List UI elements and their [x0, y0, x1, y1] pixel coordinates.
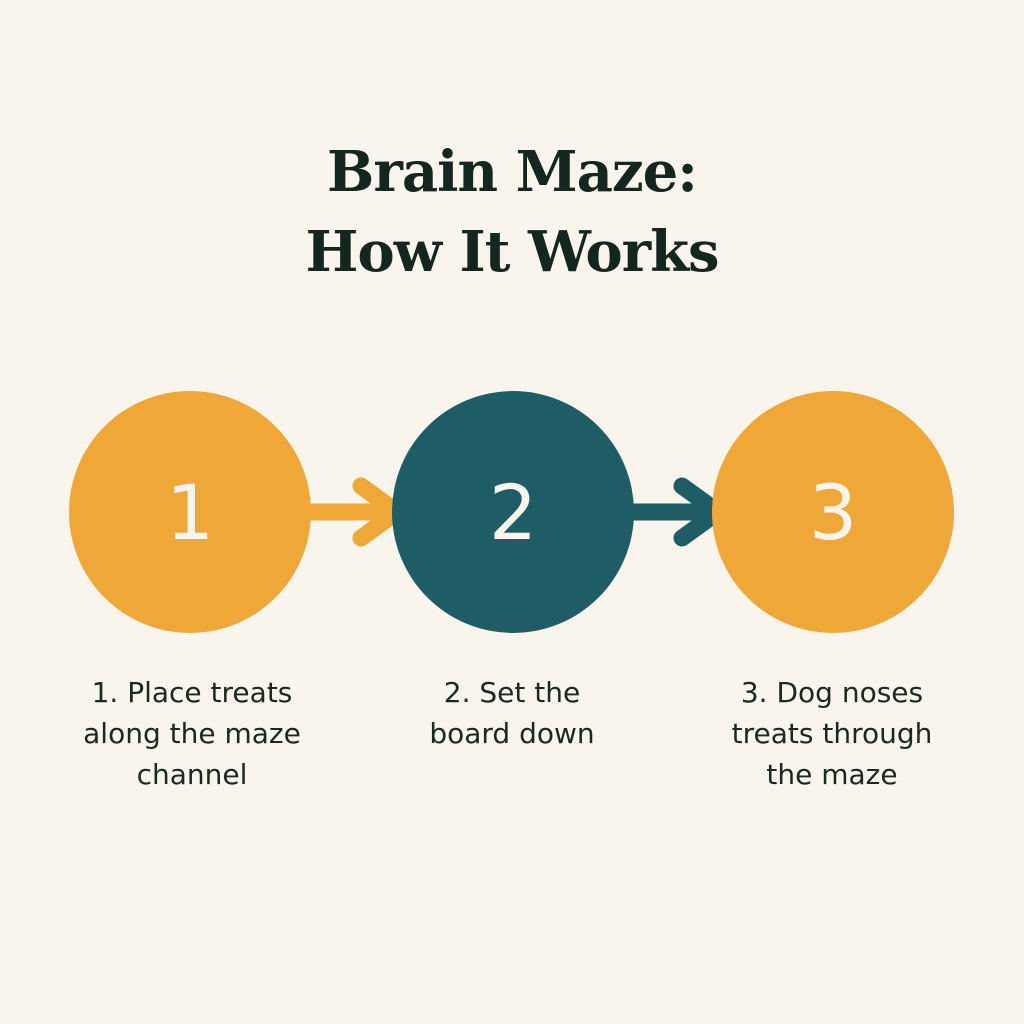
step-1-number: 1	[165, 467, 215, 557]
step-1-label: 1. Place treats along the maze channel	[47, 672, 337, 795]
step-3-label-line-2: treats through	[731, 717, 933, 750]
step-3-label-line-3: the maze	[766, 758, 898, 791]
step-3-circle: 3	[712, 391, 954, 633]
arrow-1-path	[300, 477, 406, 547]
title-line-1: Brain Maze:	[327, 139, 698, 205]
step-3-label: 3. Dog noses treats through the maze	[687, 672, 977, 795]
page-title: Brain Maze: How It Works	[0, 132, 1024, 292]
step-1-label-line-2: along the maze	[83, 717, 301, 750]
step-2-label-line-1: 2. Set the	[443, 676, 581, 709]
step-3-label-line-1: 3. Dog noses	[740, 676, 924, 709]
arrow-2-path	[621, 477, 727, 547]
step-1-label-line-1: 1. Place treats	[91, 676, 293, 709]
title-line-2: How It Works	[305, 219, 719, 285]
step-1-circle: 1	[69, 391, 311, 633]
step-2-label: 2. Set the board down	[367, 672, 657, 754]
step-2-label-line-2: board down	[429, 717, 595, 750]
step-2-number: 2	[488, 467, 538, 557]
step-2-circle: 2	[392, 391, 634, 633]
step-3-number: 3	[808, 467, 858, 557]
step-1-label-line-3: channel	[136, 758, 248, 791]
